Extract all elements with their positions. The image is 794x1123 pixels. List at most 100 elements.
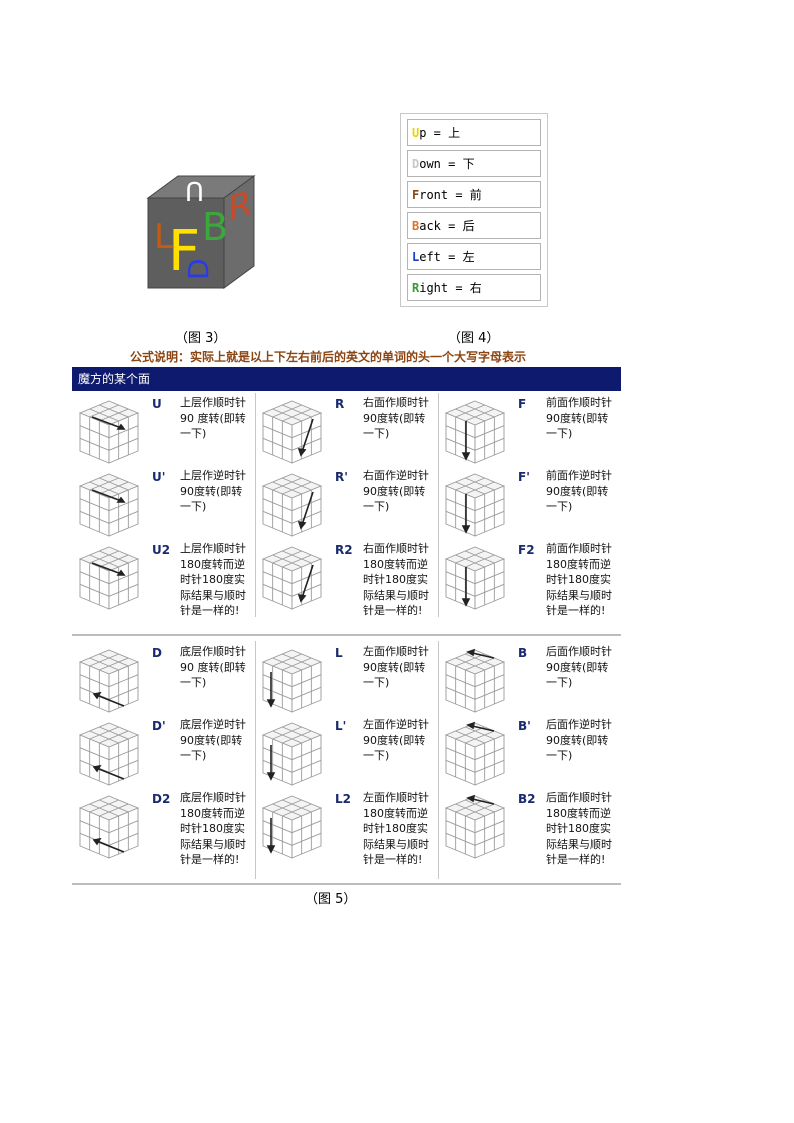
legend-letter: D <box>412 157 420 171</box>
legend-letter: F <box>412 188 420 202</box>
rotation-arrow-icon <box>466 648 495 659</box>
move-description: 右面作逆时针 90度转(即转 一下) <box>363 469 429 513</box>
rotation-arrow-icon <box>466 794 495 805</box>
move-description: 右面作顺时针 180度转而逆 时针180度实 际结果与顺时 针是一样的! <box>363 542 429 617</box>
cube-grid-icon <box>261 649 323 713</box>
rotation-arrow-icon <box>461 494 471 534</box>
rotation-arrow-icon <box>92 691 125 707</box>
move-cell: B 后面作顺时针 90度转(即转 一下) <box>438 640 618 718</box>
cube-letter-r: R <box>228 184 252 231</box>
move-notation: L' <box>335 719 347 733</box>
move-notation: R2 <box>335 543 353 557</box>
rotation-arrow-icon <box>92 764 125 780</box>
cube-grid-icon <box>261 473 323 537</box>
legend-row: Down = 下 <box>407 150 541 177</box>
move-notation: F2 <box>518 543 535 557</box>
legend-row: Left = 左 <box>407 243 541 270</box>
cube-grid-icon <box>444 400 506 464</box>
legend-text: ack = 后 <box>419 219 475 233</box>
cube-grid-icon <box>444 648 506 713</box>
rotation-arrow-icon <box>461 421 471 461</box>
legend-row: Up = 上 <box>407 119 541 146</box>
move-cell: R2 右面作顺时针 180度转而逆 时针180度实 际结果与顺时 针是一样的! <box>255 537 435 617</box>
move-notation: U2 <box>152 543 171 557</box>
rotation-arrow-icon <box>91 489 126 503</box>
move-description: 右面作顺时针 90度转(即转 一下) <box>363 396 429 440</box>
move-description: 后面作顺时针 90度转(即转 一下) <box>546 645 612 689</box>
move-description: 后面作顺时针 180度转而逆 时针180度实 际结果与顺时 针是一样的! <box>546 791 612 866</box>
move-notation: D <box>152 646 162 660</box>
column-divider <box>255 393 256 617</box>
move-cell: U2 上层作顺时针 180度转而逆 时针180度实 际结果与顺时 针是一样的! <box>72 537 252 617</box>
move-cell: B'后面作逆时针 90度转(即转 一下) <box>438 713 618 791</box>
rotation-arrow-icon <box>297 491 314 530</box>
legend-row: Back = 后 <box>407 212 541 239</box>
cube-grid-icon <box>78 722 140 786</box>
move-notation: L2 <box>335 792 351 806</box>
rotation-arrow-icon <box>91 416 126 430</box>
move-cell: L'左面作逆时针 90度转(即转 一下) <box>255 713 435 791</box>
move-notation: L <box>335 646 343 660</box>
move-description: 上层作逆时针 90度转(即转 一下) <box>180 469 246 513</box>
cube-grid-icon <box>78 795 140 859</box>
cube-letter-u: U <box>185 175 204 205</box>
move-cell: R 右面作顺时针 90度转(即转 一下) <box>255 391 435 469</box>
rotation-arrow-icon <box>461 567 471 607</box>
move-notation: F' <box>518 470 530 484</box>
cube-grid-icon <box>261 546 323 610</box>
move-cell: D'底层作逆时针 90度转(即转 一下) <box>72 713 252 791</box>
cube-letter-b: B <box>202 205 228 249</box>
move-notation: R' <box>335 470 348 484</box>
move-cell: F' 前面作逆时针 90度转(即转 一下) <box>438 464 618 542</box>
cube-letter-l: L <box>154 217 173 257</box>
column-divider <box>438 641 439 879</box>
column-divider <box>438 393 439 617</box>
legend-letter: L <box>412 250 420 264</box>
legend-row: Right = 右 <box>407 274 541 301</box>
legend-text: ight = 右 <box>419 281 482 295</box>
rotation-arrow-icon <box>466 721 495 732</box>
caption-figure-3: （图 3） <box>175 331 227 346</box>
rotation-arrow-icon <box>91 562 126 576</box>
move-description: 前面作顺时针 180度转而逆 时针180度实 际结果与顺时 针是一样的! <box>546 542 612 617</box>
rotation-arrow-icon <box>92 837 125 853</box>
legend-letter: R <box>412 281 420 295</box>
move-description: 左面作顺时针 90度转(即转 一下) <box>363 645 429 689</box>
rotation-arrow-icon <box>266 672 276 708</box>
formula-title: 公式说明：实际上就是以上下左右前后的英文的单词的头一个大写字母表示 <box>130 350 527 364</box>
move-description: 左面作顺时针 180度转而逆 时针180度实 际结果与顺时 针是一样的! <box>363 791 429 866</box>
move-notation: F <box>518 397 527 411</box>
move-description: 上层作顺时针 180度转而逆 时针180度实 际结果与顺时 针是一样的! <box>180 542 246 617</box>
rotation-arrow-icon <box>297 564 314 603</box>
cube-grid-icon <box>261 795 323 859</box>
legend-letter: U <box>412 126 420 140</box>
legend-letter: B <box>412 219 420 233</box>
move-cell: U'上层作逆时针 90度转(即转 一下) <box>72 464 252 542</box>
cube-grid-icon <box>444 546 506 610</box>
rotation-arrow-icon <box>266 745 276 781</box>
cube-grid-icon <box>444 473 506 537</box>
move-description: 上层作顺时针 90 度转(即转 一下) <box>180 396 246 440</box>
column-divider <box>255 641 256 879</box>
legend-text: own = 下 <box>419 157 475 171</box>
move-description: 前面作逆时针 90度转(即转 一下) <box>546 469 612 513</box>
cube-letter-d: D <box>182 258 215 280</box>
caption-figure-5: （图 5） <box>305 892 357 907</box>
cube-grid-icon <box>78 649 140 713</box>
cube-grid-icon <box>78 473 140 537</box>
legend-text: ront = 前 <box>419 188 482 202</box>
move-description: 底层作逆时针 90度转(即转 一下) <box>180 718 246 762</box>
move-notation: B' <box>518 719 531 733</box>
move-cell: F 前面作顺时针 90度转(即转 一下) <box>438 391 618 469</box>
move-notation: R <box>335 397 345 411</box>
group-divider <box>72 883 621 885</box>
legend-text: eft = 左 <box>419 250 475 264</box>
move-cell: F2 前面作顺时针 180度转而逆 时针180度实 际结果与顺时 针是一样的! <box>438 537 618 617</box>
move-cell: L2 左面作顺时针 180度转而逆 时针180度实 际结果与顺时 针是一样的! <box>255 786 435 866</box>
cube-grid-icon <box>444 721 506 786</box>
move-notation: B <box>518 646 528 660</box>
move-description: 前面作顺时针 90度转(即转 一下) <box>546 396 612 440</box>
